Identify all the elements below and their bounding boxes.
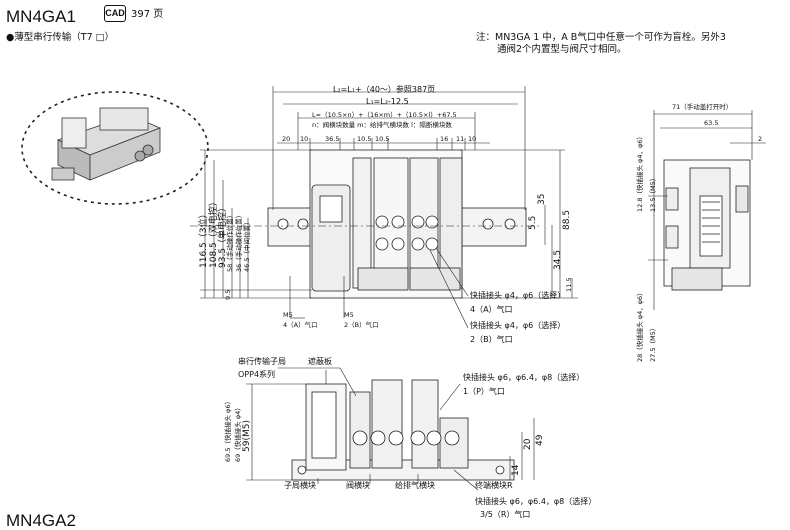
- label-port-p: 1（P）气口: [463, 387, 505, 396]
- dim-9-5: 9.5: [224, 289, 232, 300]
- product-thumbnail-outline: [21, 91, 209, 205]
- label-end-block: 终端横块R: [475, 481, 513, 490]
- product-thumbnail: [51, 107, 162, 181]
- dim-36-5: 36.5: [325, 135, 340, 143]
- side-view: [648, 110, 766, 310]
- cad-badge[interactable]: CAD: [104, 5, 126, 22]
- label-port-4a: 4（A）气口: [283, 321, 318, 329]
- dim-20-b: 20: [523, 438, 533, 450]
- dim-l-formula: L=（10.5×n）+（16×m）+（10.5×l）+67.5: [312, 111, 457, 119]
- dim-28: 28（快插接头 φ4，φ6）: [636, 289, 644, 362]
- cad-page-ref[interactable]: 397 页: [131, 9, 164, 20]
- dim-2: 2: [758, 135, 763, 143]
- label-valve-block: 阀横块: [346, 481, 370, 490]
- dim-59: 59(M5): [242, 420, 252, 452]
- dim-11: 11: [456, 135, 465, 143]
- front-view: [190, 149, 540, 299]
- dim-63-5: 63.5: [704, 119, 719, 127]
- front-leader-lines: [289, 247, 469, 329]
- right-dimension-lines: [460, 149, 578, 299]
- dim-69-5: 69.5（快插接头 φ6）: [224, 398, 232, 462]
- dim-10b: 10: [468, 135, 477, 143]
- dim-l2: L₂=L₁+（40～）参照387页: [333, 85, 436, 94]
- model-title: MN4GA1: [6, 7, 76, 26]
- label-port-2b: 2（B）气口: [344, 321, 379, 329]
- dim-20: 20: [282, 135, 291, 143]
- dim-5-5: 5.5: [528, 215, 538, 230]
- dim-12-8: 12.8（快插接头 φ4，φ6）: [636, 133, 644, 212]
- dim-legend: n：阀横块数量 m：给排气横块数 l：隔断横块数: [312, 121, 452, 129]
- dim-13-5: 13.5（M5）: [649, 174, 657, 212]
- label-sub-block: 子局横块: [284, 481, 316, 490]
- dim-10-5b: 10.5: [375, 135, 390, 143]
- label-m5-b: M5: [344, 311, 354, 319]
- label-serial-sub: 串行传输子局: [238, 357, 286, 366]
- dim-l1: L₁=L₂-12.5: [366, 97, 409, 106]
- label-fitting-p: 快插接头 φ6，φ6.4，φ8（选择）: [463, 373, 585, 382]
- label-supply-block: 给排气横块: [395, 481, 435, 490]
- dim-10a: 10: [300, 135, 309, 143]
- dim-71: 71（手动盖打开时）: [672, 103, 733, 111]
- top-dimension-lines: [272, 86, 526, 210]
- dim-14: 14: [511, 464, 521, 476]
- label-cover: 遮蔽板: [308, 357, 332, 366]
- dim-11-5: 11.5: [565, 277, 573, 292]
- dim-16: 16: [440, 135, 449, 143]
- left-dimension-lines: [200, 149, 312, 299]
- dim-49: 49: [535, 434, 545, 446]
- label-fitting-r: 快插接头 φ6，φ6.4，φ8（选择）: [475, 497, 597, 506]
- label-fitting-1-port: 4（A）气口: [470, 305, 513, 314]
- dim-35: 35: [537, 193, 547, 205]
- subtitle: ●薄型串行传输（T7 □）: [6, 32, 115, 43]
- dim-69: 69（快插接头 φ4）: [234, 404, 242, 462]
- note-line-2: 通阀2个内置型与阀尺寸相同。: [497, 44, 627, 55]
- label-fitting-1: 快插接头 φ4，φ6（选择）: [470, 291, 566, 300]
- dim-88-5: 88.5: [562, 209, 572, 230]
- label-port-r: 3/5（R）气口: [480, 510, 531, 519]
- label-m5-a: M5: [283, 311, 293, 319]
- label-opp: OPP4系列: [238, 370, 276, 379]
- label-fitting-2: 快插接头 φ4，φ6（选择）: [470, 321, 566, 330]
- note-line-1: 注：MN3GA 1 中，A B气口中任意一个可作为盲栓。另外3: [476, 32, 726, 43]
- dim-46-5: 46.5（中间位置）: [243, 218, 251, 272]
- label-fitting-2-port: 2（B）气口: [470, 335, 513, 344]
- dim-10-5a: 10.5: [357, 135, 372, 143]
- bottom-view: [246, 367, 535, 491]
- dim-27-5: 27.5（M5）: [649, 324, 657, 362]
- dim-34-5: 34.5: [553, 249, 563, 270]
